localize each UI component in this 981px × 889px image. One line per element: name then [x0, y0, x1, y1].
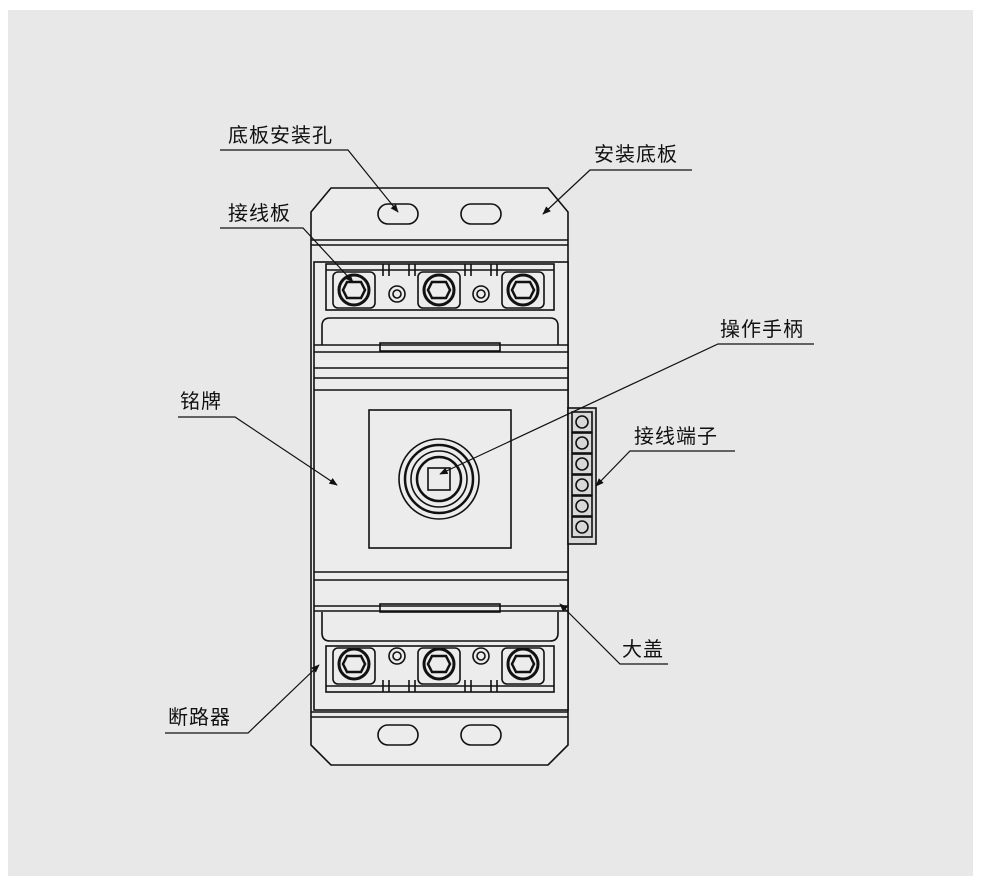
wiring-terminal-block — [567, 407, 597, 545]
operating-handle-shape — [427, 467, 451, 491]
breaker-housing — [313, 261, 569, 711]
label-large-cover: 大盖 — [622, 637, 664, 661]
leader-nameplate — [178, 416, 338, 486]
leader-mounting-plate — [542, 169, 692, 215]
label-terminal-board: 接线板 — [228, 201, 291, 225]
label-mounting-hole: 底板安装孔 — [228, 123, 333, 147]
label-operating-handle: 操作手柄 — [720, 317, 804, 341]
label-nameplate: 铭牌 — [180, 389, 222, 413]
nameplate-panel — [368, 409, 512, 549]
leader-large-cover — [559, 603, 668, 665]
label-mounting-plate: 安装底板 — [594, 142, 678, 166]
breaker-body — [310, 187, 597, 766]
mounting-hole-top-left — [377, 203, 419, 225]
terminal-board-bottom — [325, 645, 555, 693]
leader-lines — [165, 149, 814, 734]
leader-mounting-hole — [220, 149, 399, 213]
label-circuit-breaker: 断路器 — [168, 705, 231, 729]
leader-operating-handle — [439, 343, 814, 475]
terminal-board-top — [325, 263, 555, 311]
label-wiring-terminal: 接线端子 — [634, 424, 718, 448]
leader-wiring-terminal — [595, 450, 735, 487]
mounting-hole-top-right — [460, 203, 502, 225]
mounting-hole-bottom-right — [460, 724, 502, 746]
mounting-hole-bottom-left — [377, 724, 419, 746]
leader-terminal-board — [220, 227, 354, 283]
leader-circuit-breaker — [165, 664, 320, 734]
